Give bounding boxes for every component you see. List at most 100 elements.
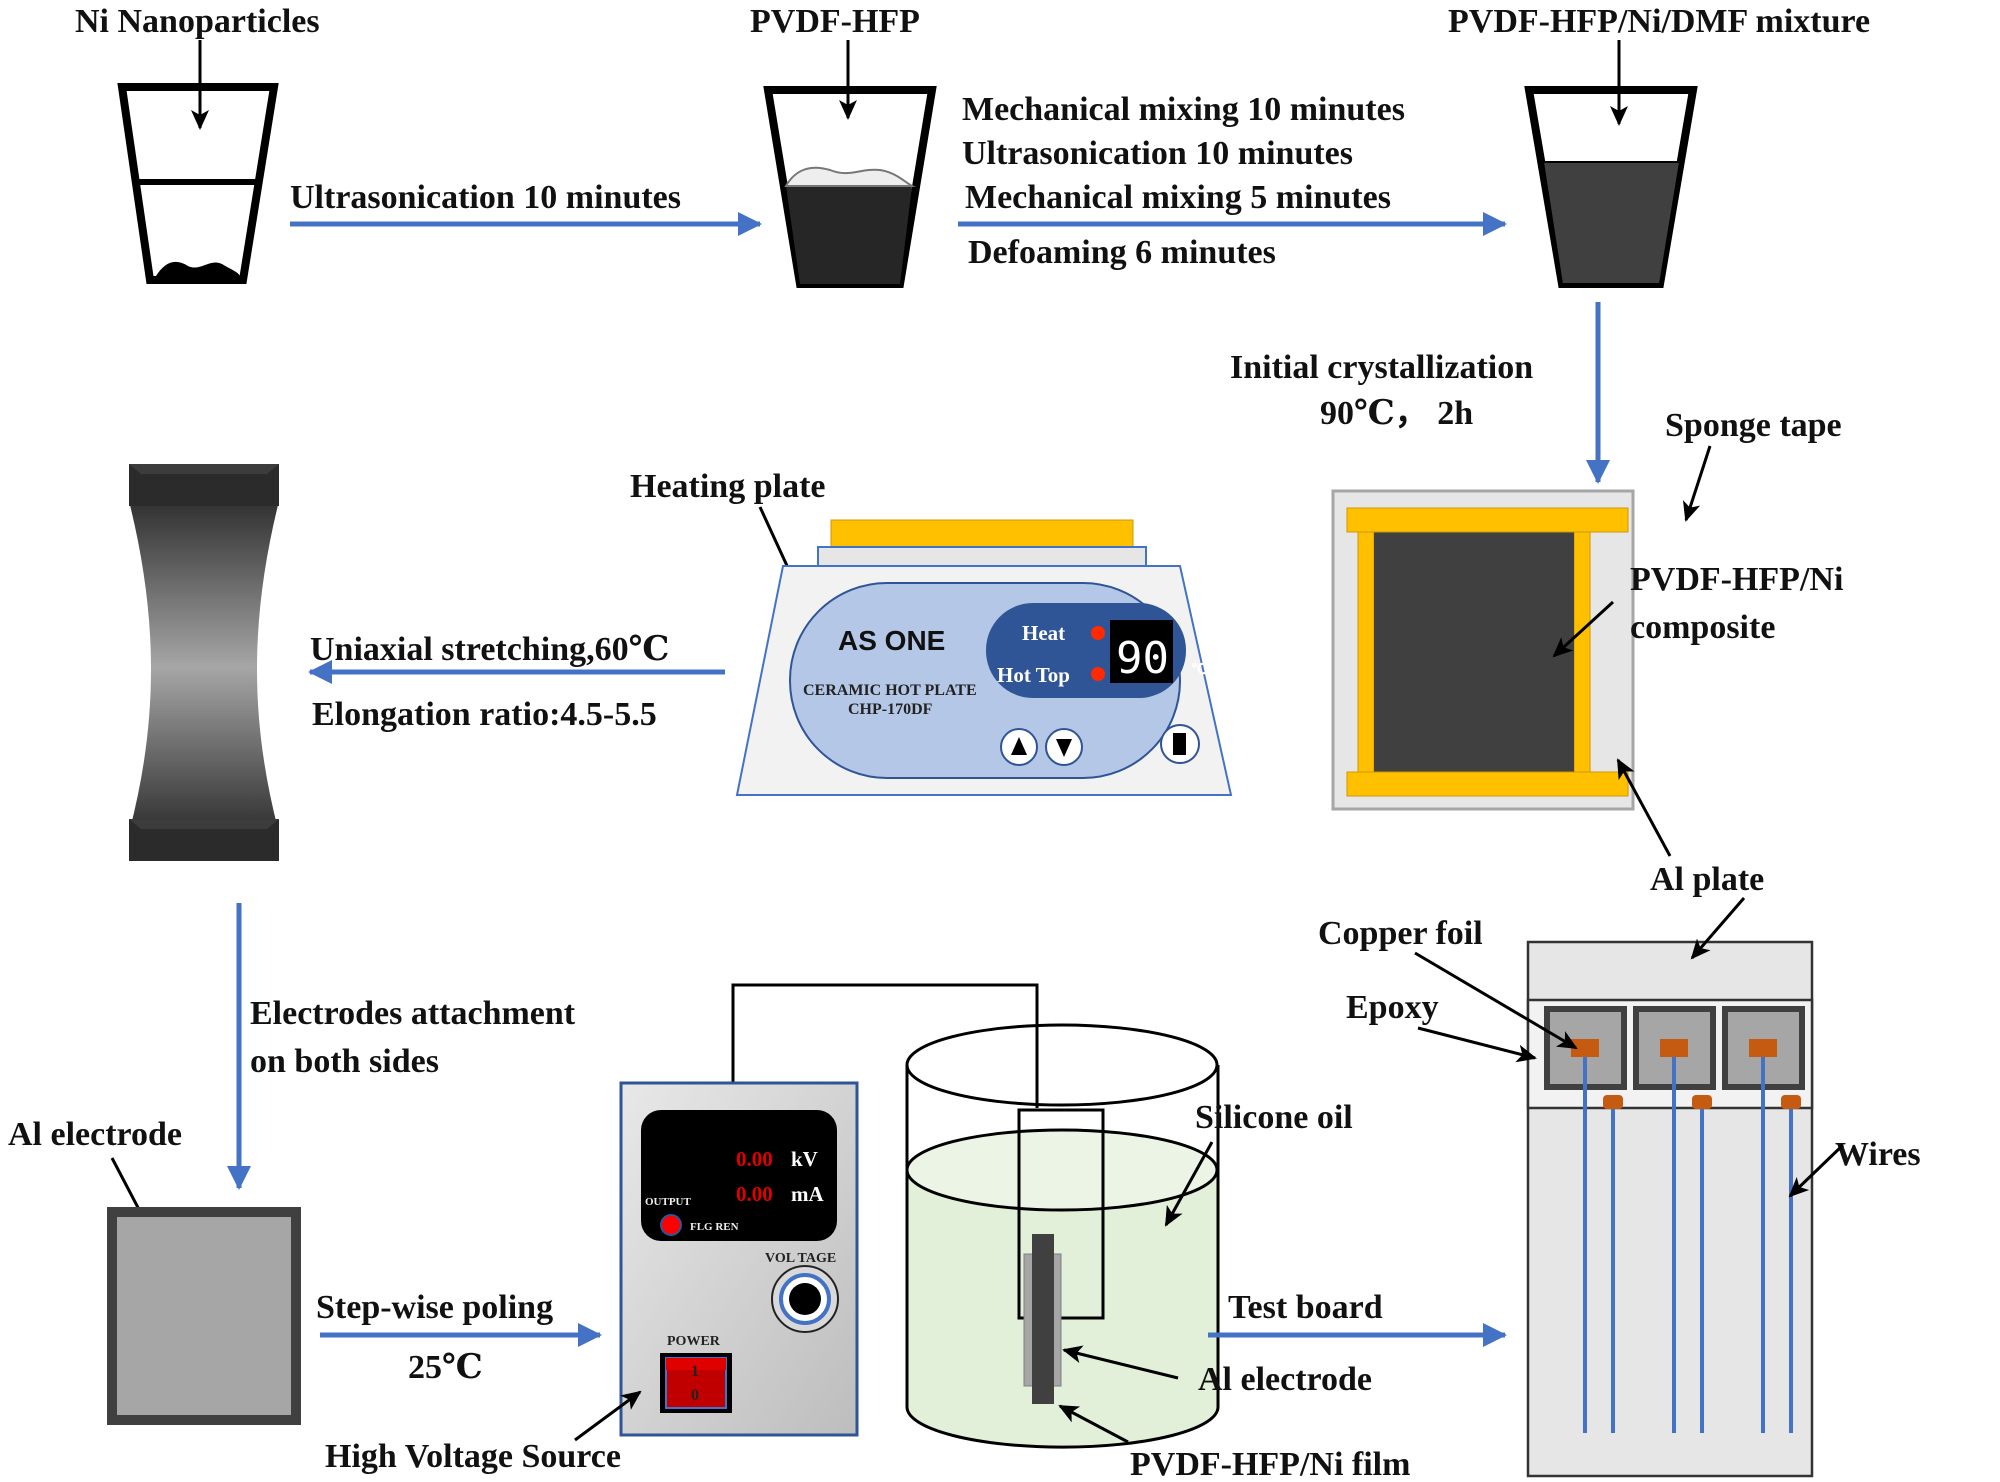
- al-electrode-label-bath: Al electrode: [1198, 1361, 1372, 1398]
- crystallization-line-1: Initial crystallization: [1230, 349, 1533, 386]
- film-with-al-electrode: [107, 1207, 301, 1425]
- silicone-oil-label: Silicone oil: [1195, 1099, 1353, 1136]
- step2-beaker-pvdf: PVDF-HFP: [750, 3, 937, 288]
- pointer-arrow-icon: [1164, 1141, 1214, 1227]
- power-label: POWER: [667, 1334, 721, 1349]
- current-unit: mA: [791, 1182, 824, 1206]
- stretched-film: [129, 464, 279, 861]
- silicone-oil-bath: Silicone oil Al electrode PVDF-HFP/Ni fi…: [905, 1023, 1410, 1482]
- electroded-film: Al electrode: [8, 1116, 301, 1425]
- voltage-readout: 0.00: [736, 1147, 773, 1171]
- copper-foil-pad: [1749, 1039, 1777, 1057]
- brand-label: AS ONE: [838, 625, 945, 656]
- wires-label: Wires: [1835, 1136, 1921, 1173]
- temperature-value: 90: [1116, 633, 1169, 684]
- test-board: Copper foil Epoxy Wires: [1318, 897, 1921, 1478]
- pointer-arrow-icon: [1552, 600, 1615, 658]
- composite-label-line-2: composite: [1630, 609, 1775, 646]
- film-label: PVDF-HFP/Ni film: [1130, 1446, 1410, 1482]
- knob-center-icon: [789, 1283, 821, 1315]
- dumbbell-specimen: [130, 505, 278, 829]
- flow-arrow-7: Test board: [1208, 1289, 1507, 1347]
- copper-foil-pad-bottom: [1781, 1095, 1801, 1109]
- decrease-button[interactable]: [1045, 728, 1083, 766]
- temperature-unit: ℃: [1191, 662, 1208, 678]
- solution-fill: [786, 186, 912, 284]
- increase-button[interactable]: [1000, 728, 1038, 766]
- hv-display: [641, 1110, 837, 1241]
- flow-arrow-6: Step-wise poling 25℃: [316, 1289, 602, 1386]
- current-readout: 0.00: [736, 1182, 773, 1206]
- beaker-icon: [117, 83, 279, 284]
- hot-top-indicator-label: Hot Top: [997, 663, 1070, 687]
- pvdf-powder-icon: [784, 166, 916, 187]
- electrodes-line-2: on both sides: [250, 1043, 439, 1080]
- step3-beaker-mixture: PVDF-HFP/Ni/DMF mixture: [1448, 3, 1870, 288]
- heating-plate: Heating plate AS ONE CERAMIC HOT PLATE C…: [630, 468, 1233, 796]
- sponge-tape-label: Sponge tape: [1665, 407, 1842, 444]
- oil-surface: [905, 1128, 1219, 1212]
- sponge-tape-left: [1357, 529, 1375, 775]
- stretching-line-2: Elongation ratio:4.5-5.5: [312, 696, 657, 733]
- temperature-display: [1110, 620, 1173, 683]
- ni-powder-icon: [156, 261, 240, 276]
- hv-source-label: High Voltage Source: [325, 1438, 621, 1475]
- copper-foil-label: Copper foil: [1318, 915, 1483, 952]
- stop-square-icon: [1173, 733, 1186, 755]
- flow-arrow-5: Electrodes attachment on both sides: [227, 903, 576, 1190]
- stop-button[interactable]: [1160, 724, 1200, 764]
- stretching-line-1: Uniaxial stretching,60℃: [310, 631, 669, 668]
- sponge-tape-right: [1573, 529, 1591, 775]
- power-switch[interactable]: 1 0: [660, 1353, 732, 1413]
- ni-nanoparticles-label: Ni Nanoparticles: [75, 3, 320, 40]
- crystallization-line-2: 90℃， 2h: [1320, 395, 1473, 432]
- mixture-fill: [1541, 161, 1682, 285]
- ultrasonication-label: Ultrasonication 10 minutes: [290, 179, 681, 216]
- pointer-arrow-icon: [1058, 1404, 1129, 1444]
- pointer-arrow-icon: [574, 1390, 642, 1442]
- voltage-unit: kV: [791, 1147, 818, 1171]
- copper-foil-pad: [1571, 1039, 1599, 1057]
- heat-indicator-label: Heat: [1022, 621, 1065, 645]
- hv-connection-wire: [731, 983, 1039, 1108]
- composite-label-line-1: PVDF-HFP/Ni: [1630, 561, 1843, 598]
- pointer-arrow-icon: [1788, 1143, 1845, 1198]
- flow-arrow-1: Ultrasonication 10 minutes: [290, 179, 762, 236]
- sponge-tape-top: [1346, 507, 1629, 533]
- up-triangle-icon: [1011, 737, 1027, 755]
- switch-off-label: 0: [691, 1387, 699, 1404]
- mixture-label: PVDF-HFP/Ni/DMF mixture: [1448, 3, 1870, 40]
- step1-beaker-ni: Ni Nanoparticles: [75, 3, 320, 284]
- pointer-arrow-icon: [1616, 758, 1672, 857]
- al-electrode-label-left: Al electrode: [8, 1116, 182, 1153]
- casting-mold: Sponge tape PVDF-HFP/Ni composite Al pla…: [1331, 407, 1843, 898]
- copper-foil-pad-bottom: [1692, 1095, 1712, 1109]
- pointer-arrow-icon: [1062, 1345, 1179, 1380]
- heat-indicator-led-icon: [1091, 626, 1105, 640]
- epoxy-label: Epoxy: [1346, 989, 1439, 1026]
- beaker-base: [905, 1406, 1220, 1449]
- heating-plate-label: Heating plate: [630, 468, 825, 505]
- switch-on-label: 1: [691, 1363, 699, 1380]
- pointer-arrow-icon: [1417, 1026, 1537, 1063]
- copper-foil-pad-bottom: [1603, 1095, 1623, 1109]
- beaker-rim: [905, 1023, 1219, 1107]
- pointer-arrow-icon: [1690, 897, 1746, 960]
- poling-line-2: 25℃: [408, 1349, 483, 1386]
- pvdf-film-in-bath: [1032, 1234, 1054, 1404]
- electrodes-line-1: Electrodes attachment: [250, 995, 576, 1032]
- voltage-knob-label: VOL TAGE: [765, 1251, 836, 1266]
- test-board-arrow-label: Test board: [1228, 1289, 1383, 1326]
- flow-arrow-3: Initial crystallization 90℃， 2h: [1230, 302, 1610, 484]
- voltage-knob[interactable]: [771, 1265, 839, 1333]
- model-line-2: CHP-170DF: [848, 701, 933, 718]
- copper-foil-pad: [1660, 1039, 1688, 1057]
- process-line-1: Mechanical mixing 10 minutes: [962, 91, 1405, 128]
- poling-line-1: Step-wise poling: [316, 1289, 553, 1326]
- pointer-arrow-icon: [1682, 445, 1712, 522]
- pvdf-hfp-ni-composite: [1374, 530, 1574, 774]
- process-line-3: Mechanical mixing 5 minutes: [965, 179, 1391, 216]
- flow-arrow-4: Uniaxial stretching,60℃ Elongation ratio…: [308, 631, 725, 733]
- flow-arrow-2: Mechanical mixing 10 minutes Ultrasonica…: [958, 91, 1507, 271]
